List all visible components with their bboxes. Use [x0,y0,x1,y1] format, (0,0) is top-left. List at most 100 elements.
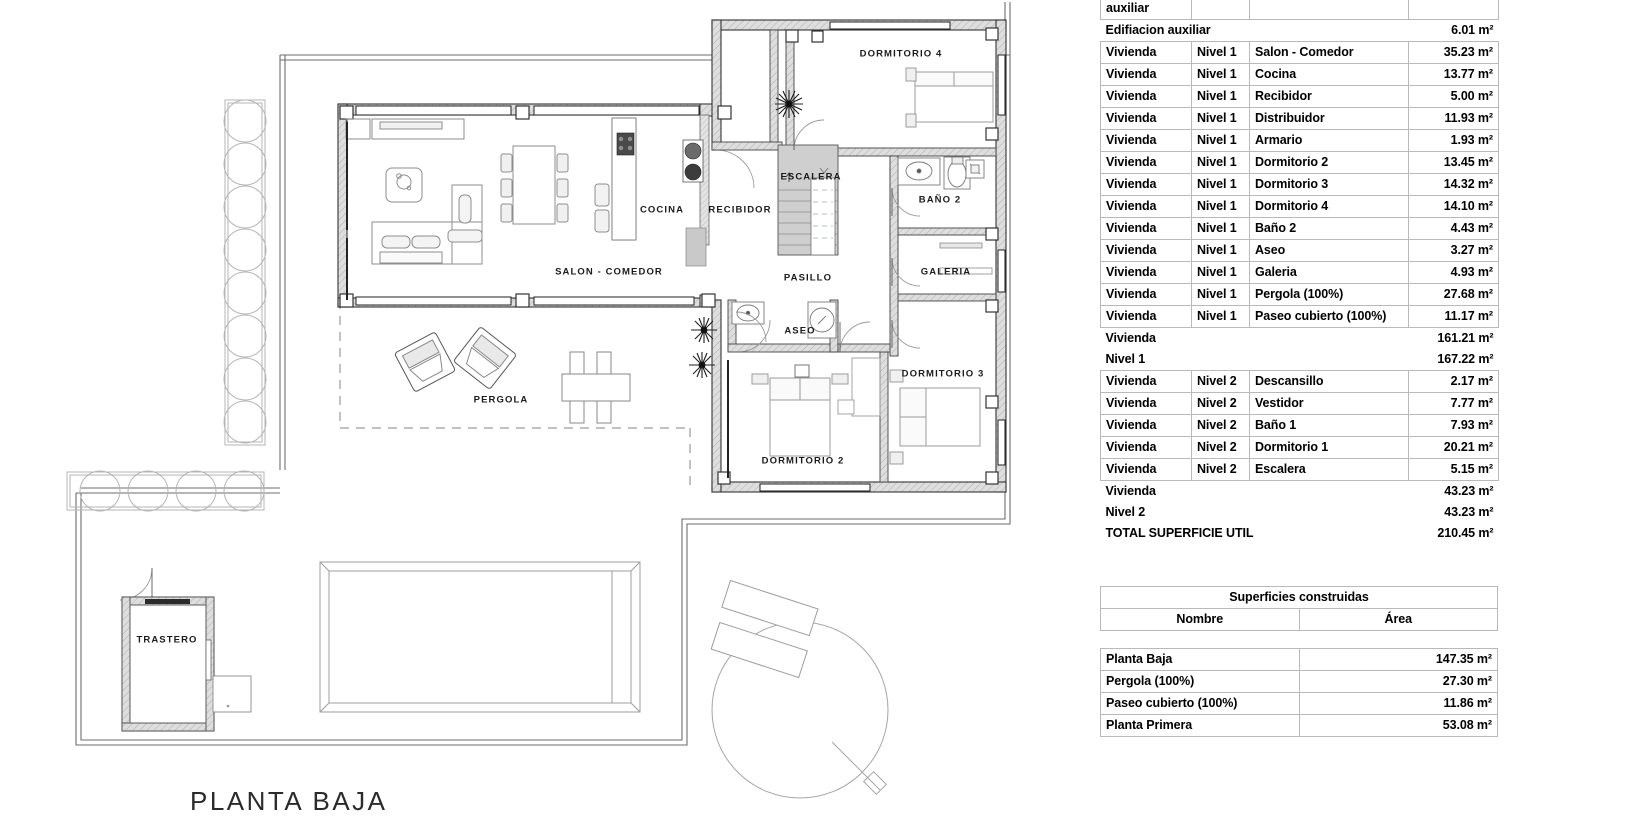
galeria-fixtures [939,242,993,275]
cell-uso: Vivienda [1100,195,1192,218]
cell-nivel: Nivel 2 [1191,414,1250,437]
cell-nombre: Pergola (100%) [1249,283,1409,306]
summary-row: Nivel 1 167.22 m² [1101,349,1499,371]
header-area: Área [1298,608,1498,631]
table-row: Paseo cubierto (100%)11.86 m² [1100,692,1498,715]
cell-uso: Vivienda [1100,436,1192,459]
cell-nombre: Vestidor [1249,392,1409,415]
doors [119,119,921,601]
summary-label: Vivienda [1105,331,1156,345]
cell-uso: Vivienda [1100,173,1192,196]
cell-area: 13.77 m² [1408,63,1499,86]
cell-uso: Vivienda [1100,217,1192,240]
cell-nivel: Nivel 1 [1191,261,1250,284]
room-label: ESCALERA [780,171,842,183]
tree-row-vertical [223,99,267,446]
summary-value: 43.23 m² [1444,484,1494,498]
cell-area: 2.17 m² [1408,370,1499,393]
aseo-fixtures [731,301,837,339]
cell-nombre: Escalera [1249,458,1409,481]
windows [355,21,1006,492]
cell-nombre: Paseo cubierto (100%) [1100,692,1300,715]
cell-area: 7.93 m² [1408,414,1499,437]
cell-area: 4.43 m² [1408,217,1499,240]
salon-furniture [345,118,610,265]
cell-nivel: Nivel 2 [1191,370,1250,393]
room-label: GALERIA [920,266,972,278]
room-label: TRASTERO [136,634,198,646]
cell-uso: Vivienda [1100,370,1192,393]
cell-area: 147.35 m² [1298,648,1498,671]
cell-nombre: Salon - Comedor [1249,41,1409,64]
sun-loungers [710,579,819,679]
built-table-title: Superficies construidas [1100,586,1498,609]
room-label: SALON - COMEDOR [555,266,663,278]
summary-label: Nivel 1 [1105,352,1146,366]
cell-uso: Vivienda [1100,458,1192,481]
header-nombre: Nombre [1100,608,1300,631]
cell-uso: Vivienda [1100,129,1192,152]
cell-nombre: Baño 2 [1249,217,1409,240]
cell-nivel: Nivel 1 [1191,129,1250,152]
cell-nivel: Nivel 1 [1191,283,1250,306]
cell-uso: Vivienda [1100,283,1192,306]
summary-value: 6.01 m² [1451,23,1494,37]
cell-uso: Vivienda [1100,41,1192,64]
cell-nombre: Recibidor [1249,85,1409,108]
room-label: RECIBIDOR [708,204,772,216]
cell-area: 1.93 m² [1408,129,1499,152]
cell-nivel: Nivel 1 [1191,305,1250,328]
summary-row: Nivel 2 43.23 m² [1101,502,1499,523]
cell-nombre: Armario [1249,129,1409,152]
structural-columns [339,27,999,485]
room-label: ASEO [784,325,816,337]
cell-area: 13.45 m² [1408,151,1499,174]
cell-uso: Vivienda [1100,239,1192,262]
cell-nombre: Paseo cubierto (100%) [1249,305,1409,328]
cell-uso: auxiliar [1100,0,1192,20]
table-gap [1101,631,1498,649]
cell-nivel: Nivel 1 [1191,107,1250,130]
plan-title: PLANTA BAJA [190,786,388,816]
cell-area: 35.23 m² [1408,41,1499,64]
cell-nombre: Dormitorio 3 [1249,173,1409,196]
cell-nombre: Planta Primera [1100,714,1300,737]
cell-nivel: Nivel 1 [1191,151,1250,174]
cell-area: 3.27 m² [1408,239,1499,262]
summary-value: 43.23 m² [1444,505,1494,519]
room-label: PASILLO [783,272,833,284]
summary-row: Vivienda 161.21 m² [1101,328,1499,350]
cell-nombre: Cocina [1249,63,1409,86]
built-table-title-row: Superficies construidas [1100,586,1498,609]
cell-area: 14.32 m² [1408,173,1499,196]
summary-value: 161.21 m² [1437,331,1494,345]
cell-area: 11.86 m² [1298,692,1498,715]
pool [319,561,641,713]
table-row: auxiliar [1100,0,1499,20]
summary-label: Nivel 2 [1105,505,1146,519]
kitchen-fixtures [611,117,707,267]
bathroom2-fixtures [897,156,985,190]
cell-area: 11.17 m² [1408,305,1499,328]
floor-plan-drawing: DORMITORIO 4 COCINA RECIBIDOR ESCALERA B… [66,2,1011,816]
cell-nivel: Nivel 1 [1191,217,1250,240]
room-label: PERGOLA [473,394,529,406]
room-label: DORMITORIO 2 [761,455,845,467]
pergola-furniture [394,327,631,424]
cell-uso: Vivienda [1100,85,1192,108]
summary-value: 167.22 m² [1437,352,1494,366]
cell-area: 14.10 m² [1408,195,1499,218]
closets [837,357,881,417]
